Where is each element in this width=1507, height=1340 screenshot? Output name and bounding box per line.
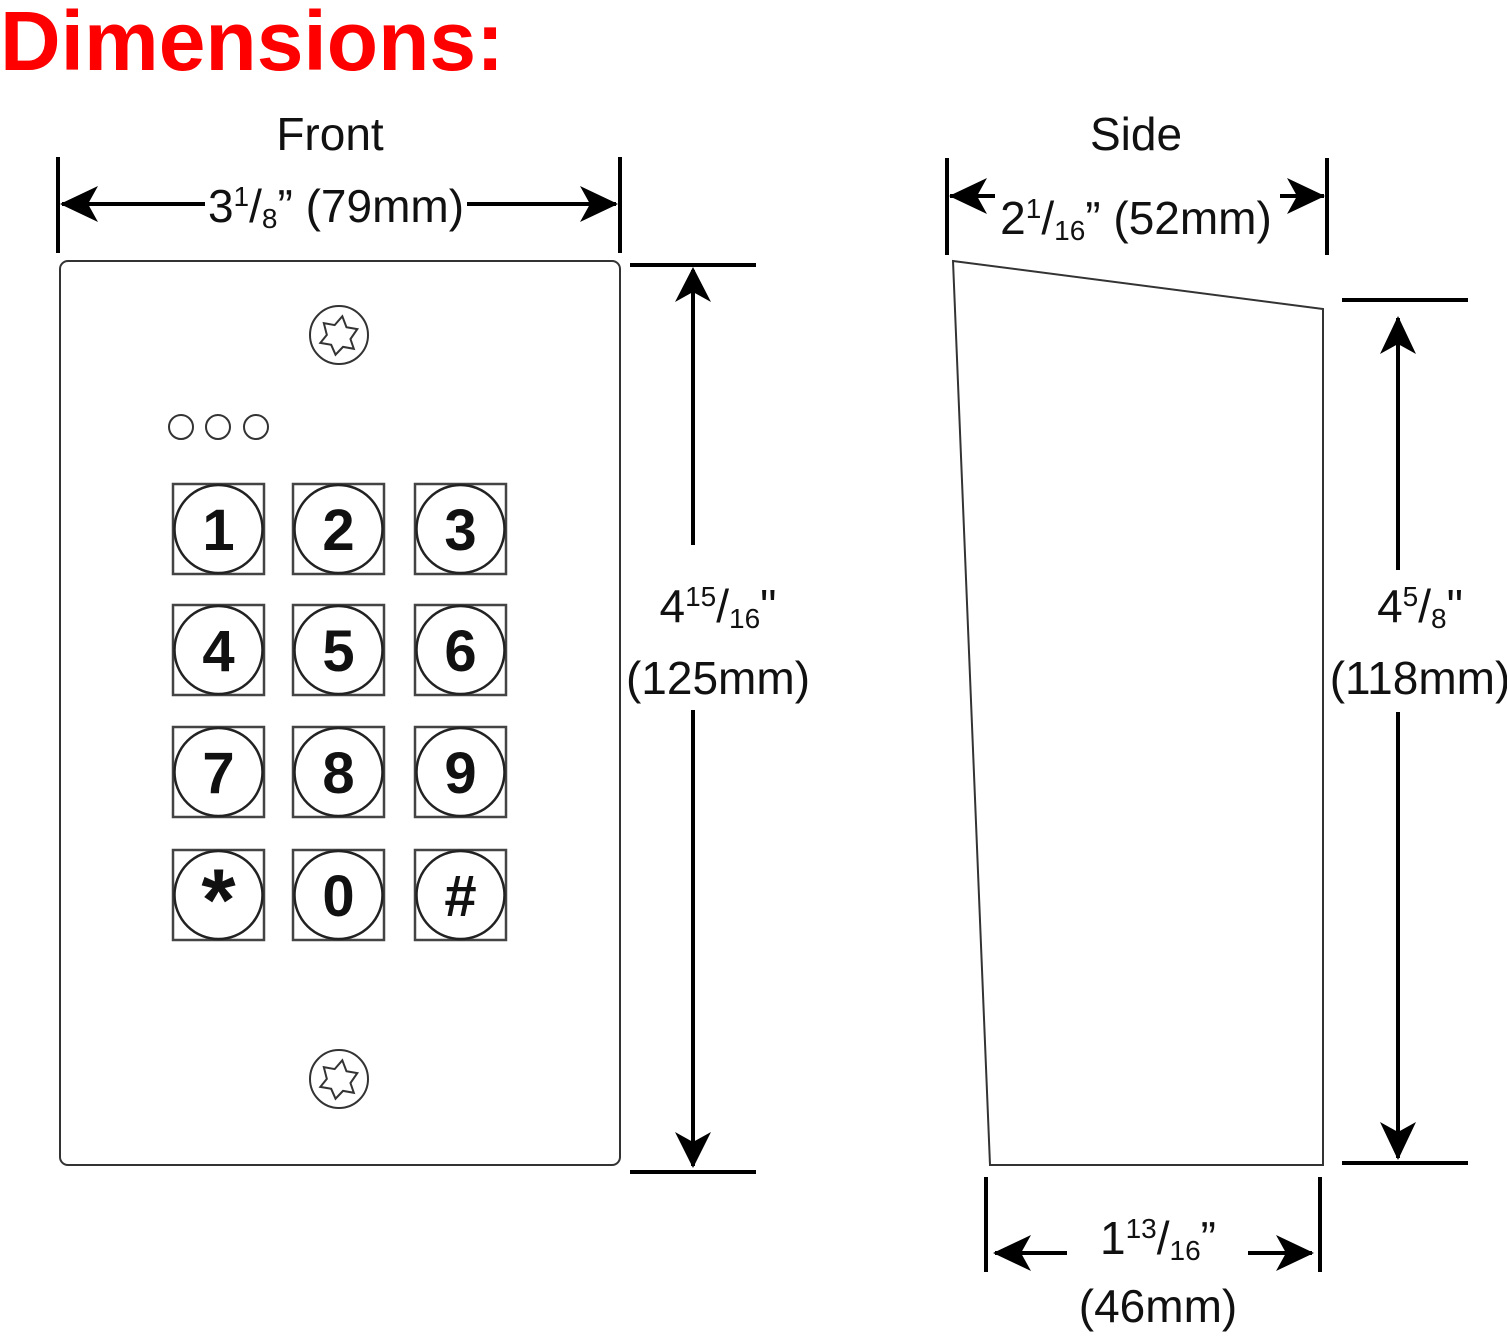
keypad-key: 3 [413, 482, 508, 576]
keypad-key: 8 [291, 725, 386, 819]
side-heading: Side [1090, 108, 1182, 160]
key-label: 1 [202, 498, 234, 563]
keypad-key: # [413, 848, 508, 942]
keypad-key: 6 [413, 603, 508, 697]
keypad-key: 4 [171, 603, 266, 697]
arrow-left-icon [60, 186, 98, 222]
keypad-side-profile [951, 259, 1324, 1166]
front-heading: Front [276, 108, 384, 160]
keypad-key: 9 [413, 725, 508, 819]
key-label: 2 [322, 498, 354, 563]
arrow-up-icon [1380, 316, 1416, 354]
key-label: 8 [322, 741, 354, 806]
side-height-dimension: 45/8" (118mm) [1330, 298, 1507, 1165]
side-view: Side 21/16” (52mm) 45/8" (118mm) [945, 108, 1507, 1332]
led-indicators [168, 414, 269, 440]
front-height-dimension: 415/16" (125mm) [626, 263, 810, 1174]
side-height-label: 45/8" [1377, 580, 1463, 634]
keypad-front-panel [59, 260, 621, 1166]
key-label: 3 [444, 498, 476, 563]
screw-icon [309, 1049, 369, 1109]
arrow-right-icon [580, 186, 618, 222]
arrow-down-icon [1380, 1122, 1416, 1160]
keypad-key: 7 [171, 725, 266, 819]
front-width-label: 31/8” (79mm) [208, 180, 464, 234]
arrow-left-icon [949, 178, 987, 214]
keypad-key: 5 [291, 603, 386, 697]
arrow-right-icon [1276, 1235, 1314, 1271]
side-top-width-dimension: 21/16” (52mm) [945, 158, 1329, 255]
key-label: # [444, 864, 476, 929]
front-height-metric: (125mm) [626, 652, 810, 704]
page-title: Dimensions: [0, 0, 504, 88]
keypad-key: 1 [171, 482, 266, 576]
keypad: 1 2 3 4 5 6 7 8 9 * 0 # [171, 482, 508, 949]
screw-icon [309, 305, 369, 365]
key-label: 4 [202, 619, 234, 684]
side-bottom-width-label: 113/16” [1100, 1212, 1216, 1266]
key-label: 5 [322, 619, 354, 684]
key-label: * [201, 850, 236, 949]
side-top-width-label: 21/16” (52mm) [1000, 192, 1272, 246]
arrow-right-icon [1287, 178, 1325, 214]
key-label: 7 [202, 741, 234, 806]
front-height-label: 415/16" [659, 580, 776, 634]
side-bottom-width-dimension: 113/16” (46mm) [984, 1177, 1322, 1332]
arrow-left-icon [993, 1235, 1031, 1271]
keypad-key: 2 [291, 482, 386, 576]
front-view: Front 31/8” (79mm) 1 2 3 4 5 6 7 8 9 * 0 # [56, 108, 810, 1174]
key-label: 6 [444, 619, 476, 684]
keypad-key: 0 [291, 848, 386, 942]
key-label: 0 [322, 864, 354, 929]
keypad-key: * [171, 848, 266, 949]
side-height-metric: (118mm) [1330, 652, 1507, 704]
side-bottom-width-metric: (46mm) [1079, 1280, 1237, 1332]
arrow-down-icon [675, 1132, 711, 1168]
key-label: 9 [444, 741, 476, 806]
front-width-dimension: 31/8” (79mm) [56, 157, 622, 253]
arrow-up-icon [675, 267, 711, 302]
